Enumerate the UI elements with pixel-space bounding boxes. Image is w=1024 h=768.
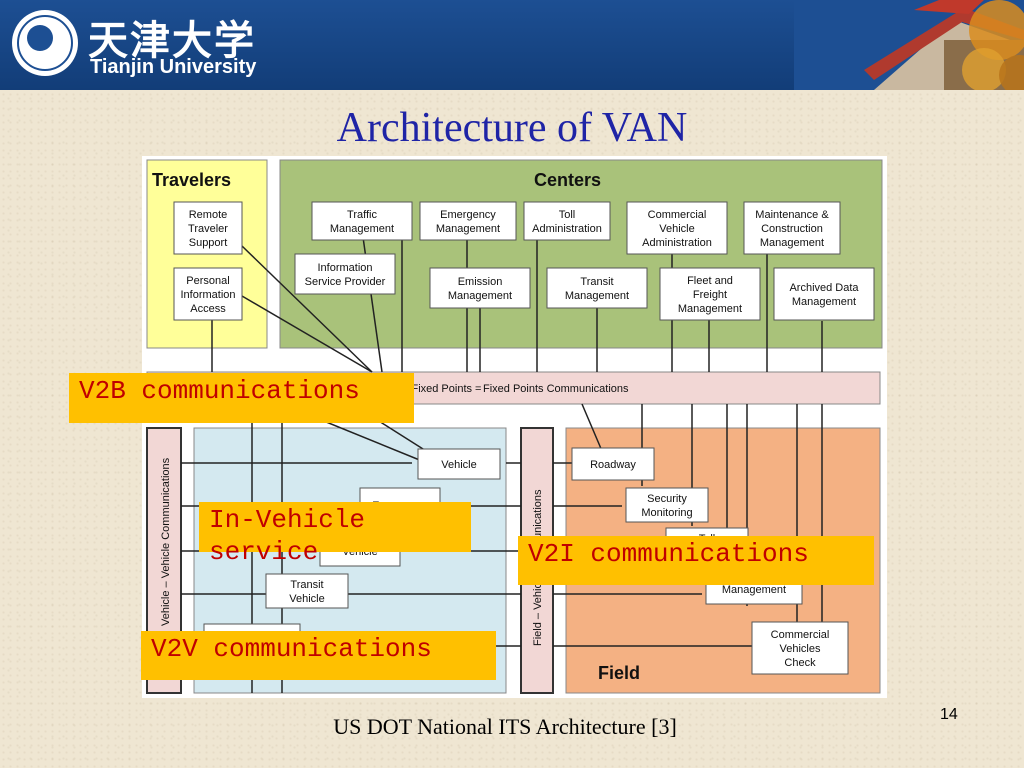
page-number: 14: [940, 706, 958, 723]
box-text: Vehicle: [289, 593, 324, 605]
box-text: Roadway: [590, 459, 636, 471]
slide-title: Architecture of VAN: [336, 105, 688, 151]
in-vehicle-banner: In-Vehicle service: [199, 502, 471, 566]
box-text: Management: [448, 290, 512, 302]
box-text: Emission: [458, 276, 503, 288]
box-text: Commercial: [771, 629, 830, 641]
box-text: Management: [760, 237, 824, 249]
university-name-en: Tianjin University: [90, 56, 257, 78]
figure-caption: US DOT National ITS Architecture [3]: [333, 714, 677, 739]
seal-ring: [17, 15, 73, 71]
box-text: Remote: [189, 209, 228, 221]
box-text: Transit: [580, 276, 613, 288]
centers-label: Centers: [534, 170, 601, 190]
box-text: Management: [330, 223, 394, 235]
box-text: Management: [792, 296, 856, 308]
box-text: Administration: [642, 237, 712, 249]
box-text: Management: [678, 303, 742, 315]
box-text: Commercial: [648, 209, 707, 221]
box-text: Traffic: [347, 209, 377, 221]
field-box-0: Roadway: [571, 447, 655, 481]
box-text: Vehicle: [659, 223, 694, 235]
v2i-label: V2I communications: [528, 539, 809, 569]
box-text: Management: [722, 584, 786, 596]
box-text: Maintenance &: [755, 209, 829, 221]
v2i-banner: V2I communications: [518, 536, 874, 585]
comm-bar-label-right: Fixed Points Communications: [483, 383, 629, 395]
box-text: Check: [784, 657, 816, 669]
university-name-cn: 天津大学: [88, 17, 256, 64]
box-text: Vehicle: [441, 459, 476, 471]
v2v-banner: V2V communications: [141, 631, 496, 680]
travelers-label: Travelers: [152, 170, 231, 190]
comm-bar-label-left: Fixed Points: [411, 383, 472, 395]
box-text: Administration: [532, 223, 602, 235]
seal-core: [27, 25, 53, 51]
header-bar: 天津大学 Tianjin University: [0, 0, 1024, 90]
box-text: Information: [180, 289, 235, 301]
box-text: Security: [647, 493, 687, 505]
box-text: Toll: [559, 209, 576, 221]
field-label: Field: [598, 663, 640, 683]
box-text: Management: [436, 223, 500, 235]
box-text: Support: [189, 237, 228, 249]
vehicle-box-0: Vehicle: [417, 448, 501, 480]
v2b-banner: V2B communications: [69, 373, 414, 423]
campus-building-photo: [794, 0, 1024, 90]
box-text: Access: [190, 303, 226, 315]
in-vehicle-line1: In-Vehicle: [209, 505, 366, 535]
box-text: Fleet and: [687, 275, 733, 287]
box-text: Freight: [693, 289, 727, 301]
box-text: Service Provider: [305, 276, 386, 288]
box-text: Monitoring: [641, 507, 692, 519]
box-text: Information: [317, 262, 372, 274]
box-text: Traveler: [188, 223, 228, 235]
comm-bar-equals: =: [475, 383, 481, 395]
diagram-boxes: RemoteTravelerSupportPersonalInformation…: [173, 201, 875, 675]
box-text: Emergency: [440, 209, 496, 221]
vehicle-comm-label: Vehicle – Vehicle Communications: [160, 457, 172, 626]
box-text: Management: [565, 290, 629, 302]
in-vehicle-line2: service: [209, 537, 319, 567]
university-seal-logo: [12, 10, 78, 76]
architecture-diagram: Travelers Centers Field: [142, 156, 887, 698]
box-text: Personal: [186, 275, 229, 287]
v2b-label: V2B communications: [79, 376, 360, 406]
box-text: Transit: [290, 579, 323, 591]
v2v-label: V2V communications: [151, 634, 432, 664]
box-text: Vehicles: [780, 643, 821, 655]
box-text: Construction: [761, 223, 823, 235]
box-text: Archived Data: [789, 282, 859, 294]
